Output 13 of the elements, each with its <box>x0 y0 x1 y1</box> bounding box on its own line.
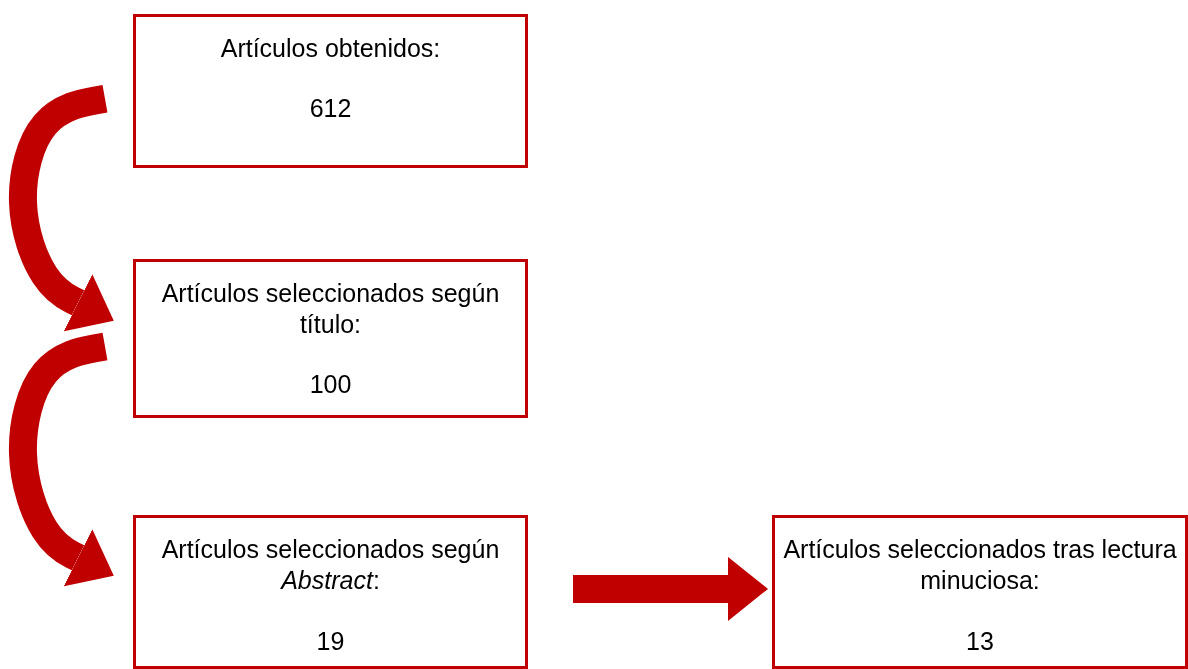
process-box <box>772 515 1188 669</box>
process-box <box>133 259 528 418</box>
box-heading: Artículos seleccionados tras lectura minuciosa: <box>783 534 1177 597</box>
box-heading: Artículos seleccionados según título: <box>160 278 501 341</box>
process-box <box>133 515 528 669</box>
box-heading: Artículos obtenidos: <box>219 33 442 64</box>
process-box <box>133 14 528 168</box>
box-heading: Artículos seleccionados según Abstract: <box>160 534 501 597</box>
count-value: 19 <box>315 626 346 657</box>
block-arrow <box>573 556 768 621</box>
count-value: 612 <box>308 93 353 124</box>
count-value: 13 <box>965 626 995 657</box>
count-value: 100 <box>308 369 353 400</box>
